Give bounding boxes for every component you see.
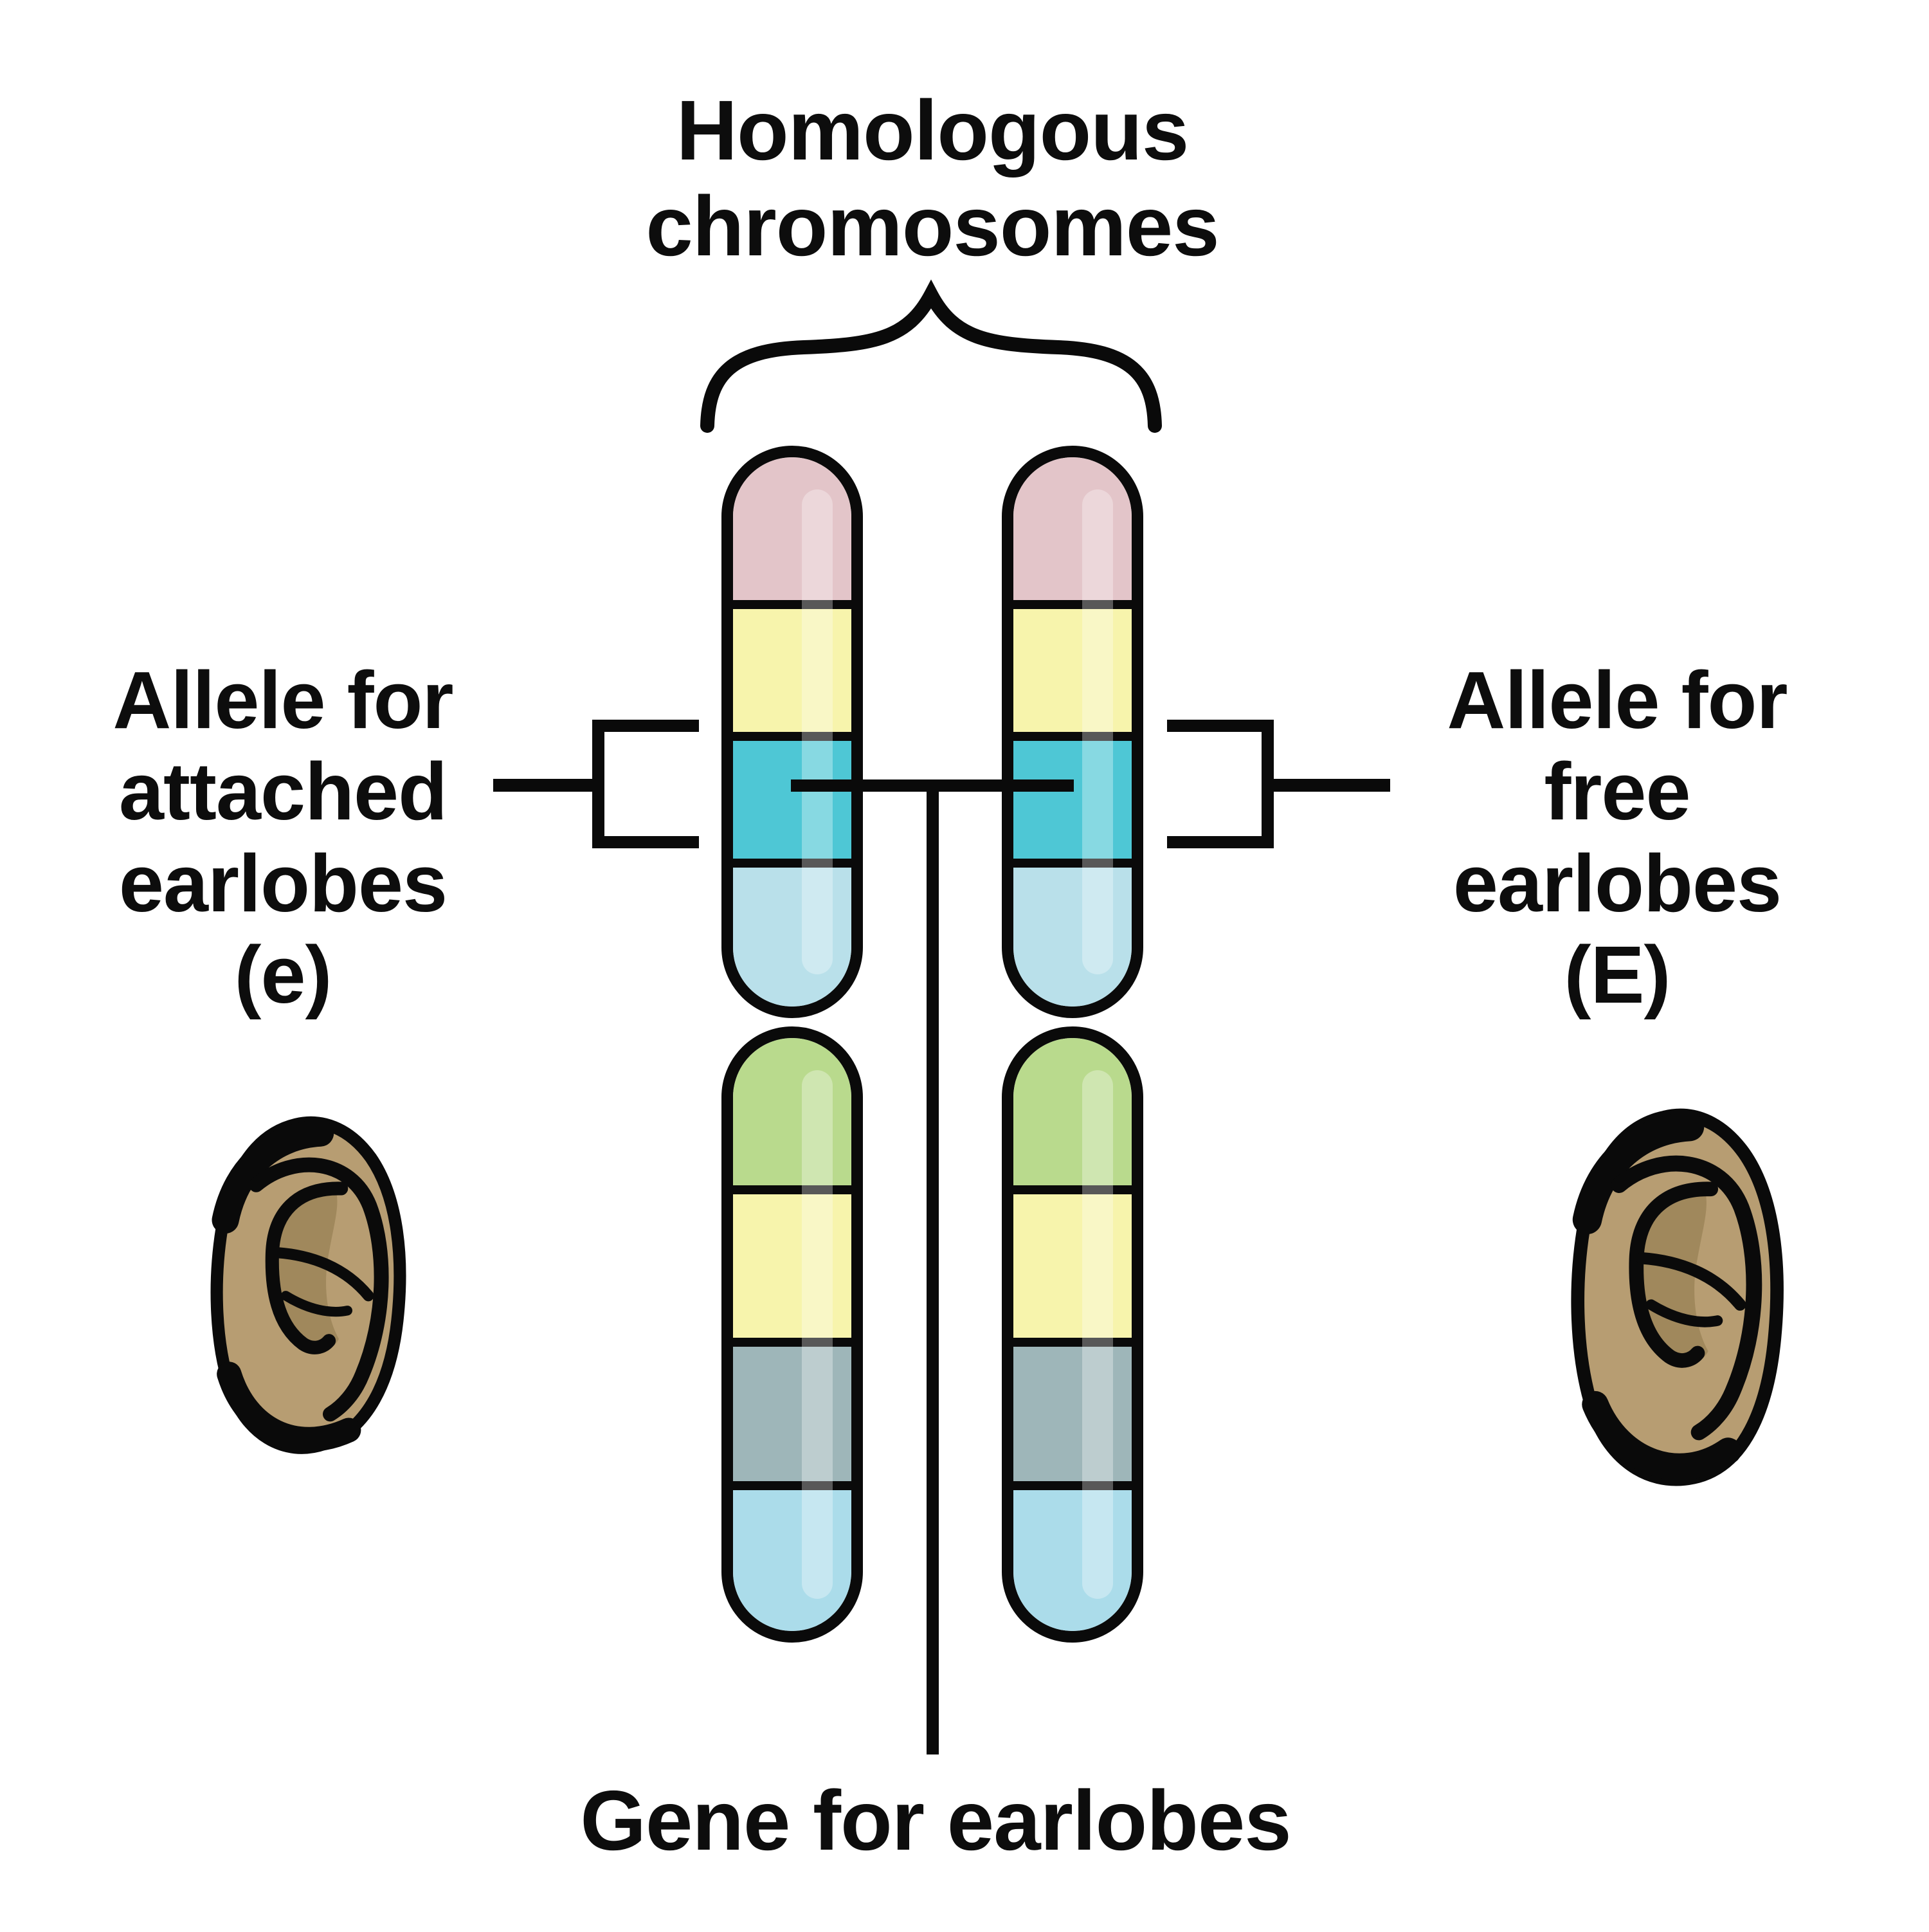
- right-label-line: Allele for: [1447, 655, 1788, 745]
- chromosome-band-pink: [733, 457, 851, 601]
- left-label-line: (e): [234, 929, 332, 1021]
- chromosome-band-green: [1013, 1038, 1132, 1186]
- title-line-2: chromosomes: [646, 179, 1219, 274]
- gene-for-earlobes-label: Gene for earlobes: [566, 1773, 1305, 1868]
- left-label-pointer-line: [493, 779, 603, 792]
- chromosome-band-light-blue: [733, 1481, 851, 1631]
- diagram-title: Homologous chromosomes: [598, 82, 1267, 274]
- free-earlobe-ear-icon: [1571, 1108, 1784, 1486]
- chromosome-band-pink: [1013, 457, 1132, 601]
- chromosome-band-light-blue: [1013, 1481, 1132, 1631]
- chromosome-band-teal-allele: [733, 731, 851, 859]
- chromosome-band-light-blue: [1013, 859, 1132, 1007]
- chromosome-band-light-blue: [733, 859, 851, 1007]
- left-bracket-vertical: [592, 720, 604, 848]
- gene-pointer-line: [927, 786, 939, 1754]
- chromosome-1-top-arm: [721, 446, 863, 1018]
- title-line-1: Homologous: [676, 83, 1190, 178]
- chromosome-1-bottom-arm: [721, 1026, 863, 1643]
- left-bracket-bottom-stub: [592, 836, 699, 848]
- chromosome-2-bottom-arm: [1002, 1026, 1143, 1643]
- right-label-pointer-line: [1274, 779, 1390, 792]
- attached-earlobe-ear-icon: [210, 1116, 406, 1454]
- brace-icon: [700, 279, 1162, 433]
- allele-attached-label: Allele for attached earlobes (e): [51, 655, 514, 1021]
- gene-label-text: Gene for earlobes: [580, 1773, 1291, 1868]
- right-bracket-top-stub: [1167, 720, 1274, 732]
- chromosome-band-green: [733, 1038, 851, 1186]
- chromosome-2-top-arm: [1002, 446, 1143, 1018]
- chromosome-band-yellow: [1013, 1185, 1132, 1338]
- left-bracket-top-stub: [592, 720, 699, 732]
- chromosome-band-gray: [1013, 1338, 1132, 1482]
- left-label-line: attached: [118, 746, 448, 837]
- left-label-line: Allele for: [113, 655, 453, 745]
- right-bracket-vertical: [1262, 720, 1274, 848]
- allele-connector-line: [791, 779, 1074, 792]
- right-label-line: free: [1544, 746, 1690, 837]
- left-label-line: earlobes: [118, 837, 448, 929]
- allele-free-label: Allele for free earlobes (E): [1386, 655, 1849, 1021]
- right-label-line: earlobes: [1453, 837, 1782, 929]
- chromosome-band-teal-allele: [1013, 731, 1132, 859]
- chromosome-band-yellow: [733, 1185, 851, 1338]
- chromosome-band-gray: [733, 1338, 851, 1482]
- chromosome-band-yellow: [733, 600, 851, 732]
- right-bracket-bottom-stub: [1167, 836, 1274, 848]
- right-label-line: (E): [1564, 929, 1671, 1021]
- chromosome-band-yellow: [1013, 600, 1132, 732]
